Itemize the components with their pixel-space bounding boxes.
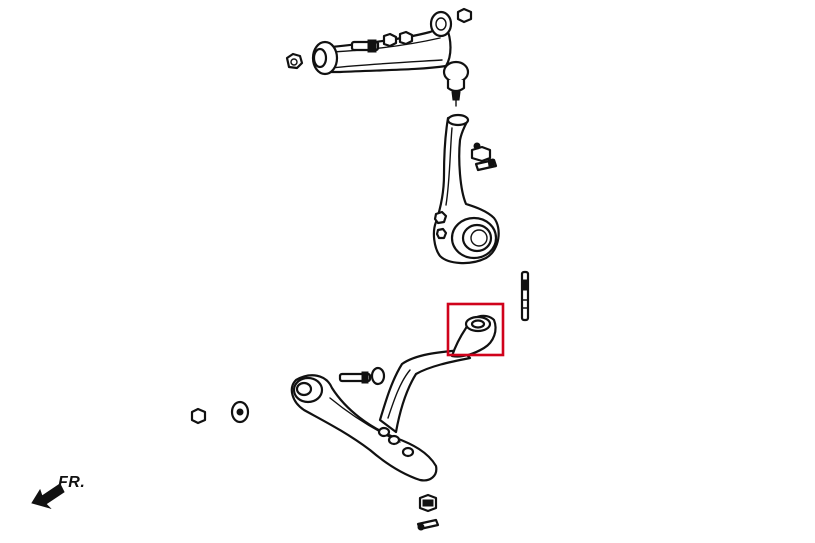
lower-arm-bolt (338, 366, 386, 386)
knuckle-clip-parts (470, 142, 498, 172)
upper-control-arm (285, 7, 473, 107)
highlighted-bushing (446, 302, 505, 358)
front-direction-label: FR. (58, 474, 86, 491)
knuckle-hub (450, 216, 498, 260)
upper-arm-bolt (350, 39, 380, 53)
loose-nut-and-washer (190, 400, 250, 425)
upper-arm-rear-bushing (429, 10, 453, 38)
highlight-box (446, 302, 505, 357)
upper-arm-front-bushing (311, 40, 339, 76)
lower-control-arm (290, 348, 472, 482)
upper-arm-nut (285, 52, 304, 70)
front-direction-arrow (31, 483, 65, 509)
upper-ball-joint (442, 60, 470, 107)
stud-bolt (520, 270, 530, 322)
steering-knuckle (432, 113, 500, 265)
lower-arm-front-bushing (292, 376, 324, 404)
ball-joint-nut-and-pin (416, 493, 440, 531)
